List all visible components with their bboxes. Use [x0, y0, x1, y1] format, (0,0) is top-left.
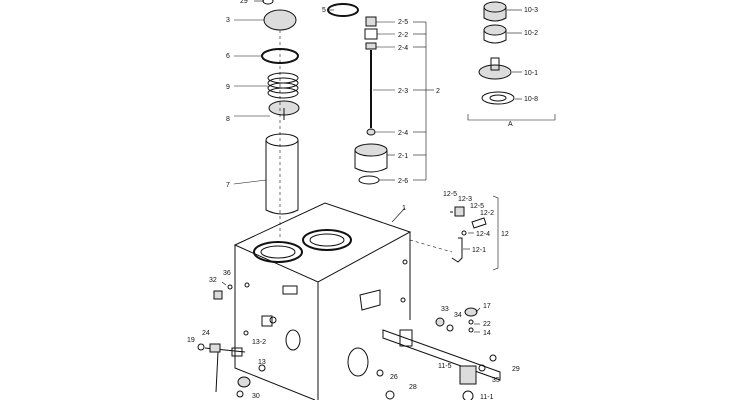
label-35: 35 [492, 377, 500, 384]
label-13-2: 13-2 [252, 339, 266, 346]
part-labels: 29 3 6 9 8 7 5 2-5 2-2 2-4 2-3 2 2-4 2-1… [187, 0, 538, 400]
label-24: 24 [202, 330, 210, 337]
label-32: 32 [209, 277, 217, 284]
valve-a-assembly [467, 1, 556, 121]
label-2-6: 2-6 [398, 178, 408, 185]
fittings-right [435, 307, 497, 400]
label-10-1: 10-1 [524, 70, 538, 77]
label-8: 8 [226, 116, 230, 123]
strainer-rod-assembly [327, 3, 388, 185]
label-29: 29 [240, 0, 248, 5]
label-6: 6 [226, 53, 230, 60]
label-30: 30 [252, 393, 260, 400]
label-10-3: 10-3 [524, 7, 538, 14]
label-10-8: 10-8 [524, 96, 538, 103]
fittings-left [197, 281, 395, 400]
side-bracket [359, 239, 501, 381]
label-2: 2 [436, 88, 440, 95]
leader-lines-2 [233, 0, 434, 185]
hydraulic-tank-body [233, 202, 412, 400]
label-14: 14 [483, 330, 491, 337]
label-12-1: 12-1 [472, 247, 486, 254]
label-11-5: 11-5 [438, 363, 452, 370]
label-9: 9 [226, 84, 230, 91]
label-26: 26 [390, 374, 398, 381]
label-2-4-bottom: 2-4 [398, 130, 408, 137]
label-12-3: 12-3 [458, 196, 472, 203]
label-2-5: 2-5 [398, 19, 408, 26]
label-11-1: 11-1 [480, 394, 494, 400]
label-10-2: 10-2 [524, 30, 538, 37]
label-17: 17 [483, 303, 491, 310]
elbow-fitting-12 [450, 195, 499, 271]
tank-cap-assembly [261, 0, 300, 240]
label-19: 19 [187, 337, 195, 344]
label-29-bottom: 29 [512, 366, 520, 373]
label-2-3: 2-3 [398, 88, 408, 95]
label-34: 34 [454, 312, 462, 319]
label-12: 12 [501, 231, 509, 238]
label-12-2: 12-2 [480, 210, 494, 217]
label-2-2: 2-2 [398, 32, 408, 39]
label-36: 36 [223, 270, 231, 277]
label-2-1: 2-1 [398, 153, 408, 160]
label-22: 22 [483, 321, 491, 328]
label-2-4-top: 2-4 [398, 45, 408, 52]
label-12-5-b: 12-5 [470, 203, 484, 210]
label-7: 7 [226, 182, 230, 189]
label-12-5-a: 12-5 [443, 191, 457, 198]
label-5: 5 [322, 7, 326, 14]
label-1: 1 [402, 205, 406, 212]
label-28: 28 [409, 384, 417, 391]
label-3: 3 [226, 17, 230, 24]
label-13: 13 [258, 359, 266, 366]
label-33: 33 [441, 306, 449, 313]
label-12-4: 12-4 [476, 231, 490, 238]
label-a: A [508, 121, 513, 128]
